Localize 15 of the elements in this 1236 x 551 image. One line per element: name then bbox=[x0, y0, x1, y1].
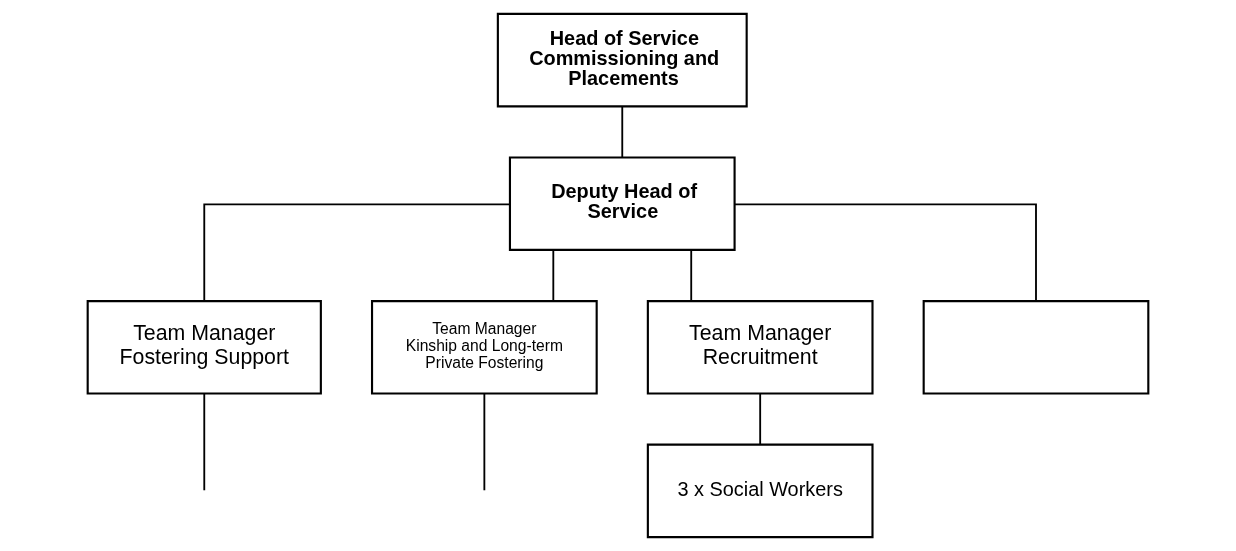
node-box bbox=[922, 300, 1150, 395]
connector bbox=[483, 392, 486, 492]
connector bbox=[552, 249, 555, 302]
connector bbox=[621, 105, 624, 158]
node-box: 3 x Social Workers bbox=[646, 443, 874, 539]
connector bbox=[203, 203, 511, 302]
node-box: Team Manager Fostering Support bbox=[86, 300, 322, 395]
connector bbox=[690, 249, 693, 302]
node-box: Head of Service Commissioning and Placements bbox=[496, 12, 748, 108]
connector bbox=[733, 203, 1037, 302]
connector bbox=[759, 392, 762, 446]
connector bbox=[203, 392, 206, 492]
node-box: Deputy Head of Service bbox=[508, 156, 736, 251]
node-box: Team Manager Kinship and Long-term Private Fostering bbox=[370, 300, 598, 395]
node-box: Team Manager Recruitment bbox=[646, 300, 874, 395]
